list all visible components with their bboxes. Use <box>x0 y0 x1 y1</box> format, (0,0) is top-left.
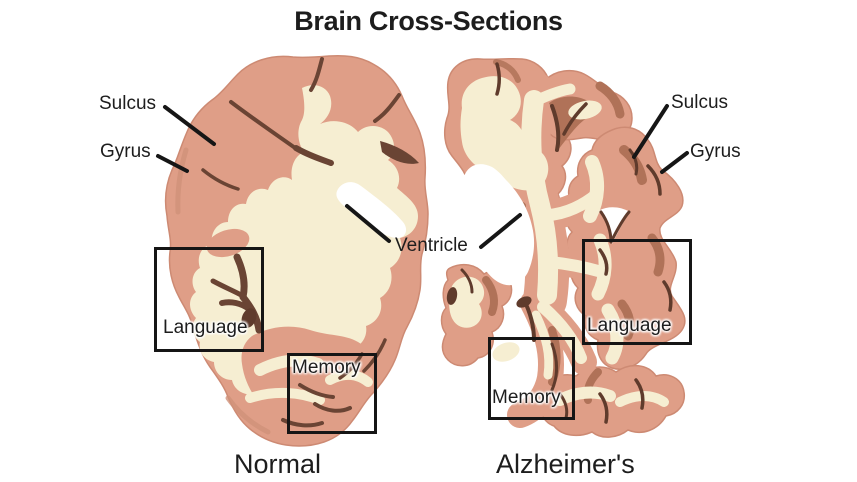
alz-white-notch <box>600 207 630 244</box>
normal-bottom-cream-stripe-3 <box>325 370 373 387</box>
normal-sulci-details <box>201 57 401 428</box>
memory-box-normal <box>287 353 377 434</box>
sulcus-groove <box>281 418 324 428</box>
ventricle-label: Ventricle <box>395 235 468 256</box>
sulcus-groove <box>562 102 588 136</box>
cream-core <box>531 310 554 380</box>
pointer-lines <box>156 104 689 249</box>
cream-core <box>525 83 576 109</box>
normal-gyrus-island <box>206 228 250 258</box>
cream-core <box>583 155 604 223</box>
sulcus-pointer-line-right <box>632 104 669 159</box>
sulcus-groove <box>460 268 474 294</box>
shadow-band <box>617 299 635 341</box>
ventricle-pointer-line-right <box>479 213 522 249</box>
sulcus-groove <box>293 145 334 166</box>
alz-sulci-details <box>460 62 673 424</box>
sulcus-groove <box>373 93 401 123</box>
sulcus-groove <box>495 62 501 96</box>
sulcus-label-alzheimers: Sulcus <box>671 92 729 113</box>
gyrus-label-normal: Gyrus <box>100 141 151 162</box>
alz-bottom-left-cream <box>449 276 485 328</box>
normal-bottom-edge-shading <box>225 395 271 435</box>
alz-dark-spot <box>446 287 458 305</box>
language-label-normal: Language <box>163 317 248 338</box>
sulcus-groove <box>634 378 645 410</box>
memory-label-normal: Memory <box>292 357 361 378</box>
gyrus-pointer-line-left <box>156 154 189 173</box>
normal-left-edge-shading <box>175 147 189 215</box>
sulcus-groove <box>210 278 246 299</box>
ventricle-pointer-line-left <box>345 204 391 243</box>
normal-bottom-gyri-patch <box>241 326 373 431</box>
normal-bottom-cream-stripe-2 <box>245 387 325 405</box>
sulcus-groove <box>338 352 364 380</box>
language-box-normal <box>154 247 264 352</box>
sulcus-groove <box>298 383 335 399</box>
normal-dark-wedge <box>380 141 419 164</box>
sulcus-groove <box>550 104 561 152</box>
cream-core <box>537 301 587 364</box>
sulcus-groove <box>646 164 662 196</box>
gyrus-pointer-line-right <box>660 151 689 174</box>
language-label-alzheimers: Language <box>587 315 672 336</box>
sulcus-groove <box>309 57 324 92</box>
sulcus-pointer-line-left <box>163 105 216 146</box>
alz-white-matter <box>449 76 669 407</box>
sulcus-groove <box>558 392 569 420</box>
sulcus-groove <box>229 100 300 152</box>
shadow-band <box>482 276 498 316</box>
alzheimers-brain-illustration <box>440 57 686 438</box>
caption-normal: Normal <box>234 449 322 479</box>
diagram-title: Brain Cross-Sections <box>294 6 563 36</box>
sulcus-groove <box>628 148 639 176</box>
cream-sliver <box>492 342 520 362</box>
sulcus-groove <box>201 168 240 191</box>
shadow-band <box>595 81 625 119</box>
memory-label-alzheimers: Memory <box>492 387 561 408</box>
language-box-alzheimers <box>582 239 692 345</box>
sulcus-groove <box>598 248 609 276</box>
sulcus-groove <box>313 402 352 413</box>
sulcus-groove <box>598 392 609 424</box>
sulcus-label-normal: Sulcus <box>99 93 157 114</box>
sulcus-groove <box>662 280 673 312</box>
memory-box-alzheimers <box>488 337 575 420</box>
gyrus-label-alzheimers: Gyrus <box>690 141 741 162</box>
normal-dark-spot <box>241 308 257 328</box>
normal-brain-illustration <box>164 54 429 447</box>
normal-ventricle-shape <box>336 182 407 239</box>
sulcus-groove <box>219 299 252 312</box>
cream-core <box>601 303 624 365</box>
sulcus-groove <box>550 342 558 392</box>
alz-enlarged-ventricle <box>446 164 535 286</box>
shadow-band <box>493 59 521 83</box>
alz-dark-spot <box>516 296 532 308</box>
caption-alzheimers: Alzheimer's <box>496 449 635 479</box>
